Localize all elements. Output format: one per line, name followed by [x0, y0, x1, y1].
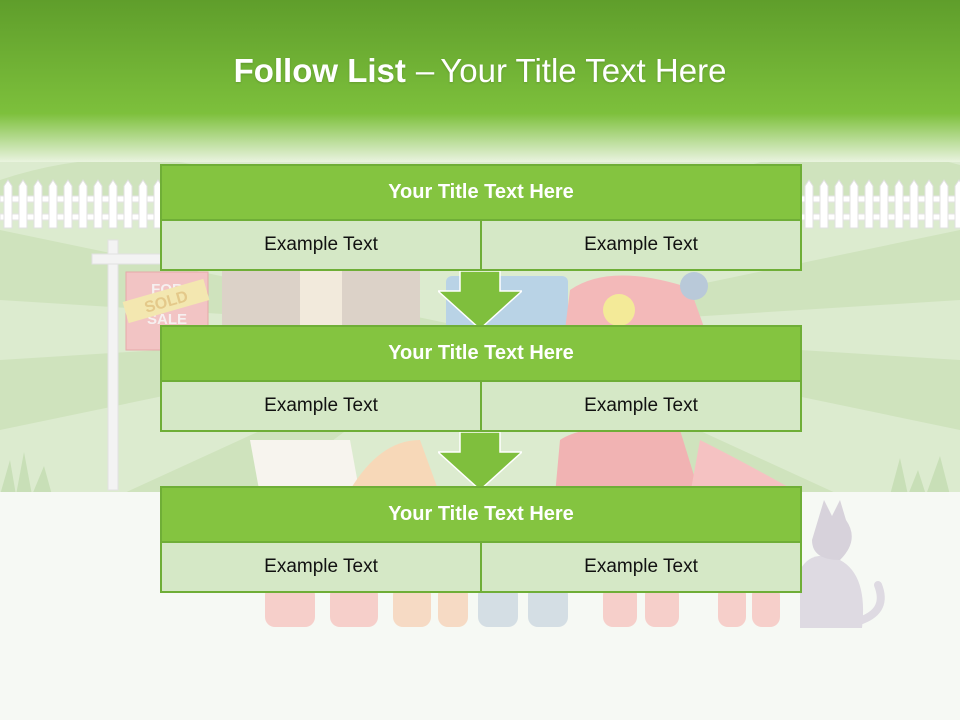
block-title: Your Title Text Here — [160, 486, 802, 543]
fence-picket — [63, 179, 73, 229]
slide-title: Follow List–Your Title Text Here — [0, 52, 960, 90]
down-arrow-icon — [438, 432, 522, 490]
fence-picket — [879, 179, 889, 229]
block-row: Example Text Example Text — [160, 382, 802, 432]
fence-picket — [864, 179, 874, 229]
block-cell-left: Example Text — [160, 543, 482, 593]
fence-picket — [138, 179, 148, 229]
block-row: Example Text Example Text — [160, 221, 802, 271]
fence-picket — [48, 179, 58, 229]
fence-picket — [939, 179, 949, 229]
fence-picket — [819, 179, 829, 229]
block-cell-left: Example Text — [160, 382, 482, 432]
sign-text-2: SALE — [147, 311, 187, 328]
fence-picket — [33, 179, 43, 229]
fence-picket — [804, 179, 814, 229]
fence-picket — [849, 179, 859, 229]
fence-picket — [18, 179, 28, 229]
block-title: Your Title Text Here — [160, 164, 802, 221]
fence-picket — [924, 179, 934, 229]
fence-picket — [834, 179, 844, 229]
block-cell-right: Example Text — [482, 382, 802, 432]
list-block-3: Your Title Text Here Example Text Exampl… — [160, 486, 802, 593]
fence-picket — [3, 179, 13, 229]
block-row: Example Text Example Text — [160, 543, 802, 593]
title-bold: Follow List — [233, 52, 406, 89]
block-cell-right: Example Text — [482, 543, 802, 593]
list-block-2: Your Title Text Here Example Text Exampl… — [160, 325, 802, 432]
title-dash: – — [415, 52, 435, 89]
svg-text:SALE: SALE — [147, 311, 187, 328]
block-cell-left: Example Text — [160, 221, 482, 271]
fence-picket — [93, 179, 103, 229]
fence-picket — [123, 179, 133, 229]
fence-picket — [894, 179, 904, 229]
down-arrow-icon — [438, 271, 522, 329]
title-rest: Your Title Text Here — [440, 52, 727, 89]
block-cell-right: Example Text — [482, 221, 802, 271]
fence-picket — [909, 179, 919, 229]
list-block-1: Your Title Text Here Example Text Exampl… — [160, 164, 802, 271]
fence-picket — [108, 179, 118, 229]
fence-picket — [954, 179, 960, 229]
block-title: Your Title Text Here — [160, 325, 802, 382]
fence-picket — [78, 179, 88, 229]
